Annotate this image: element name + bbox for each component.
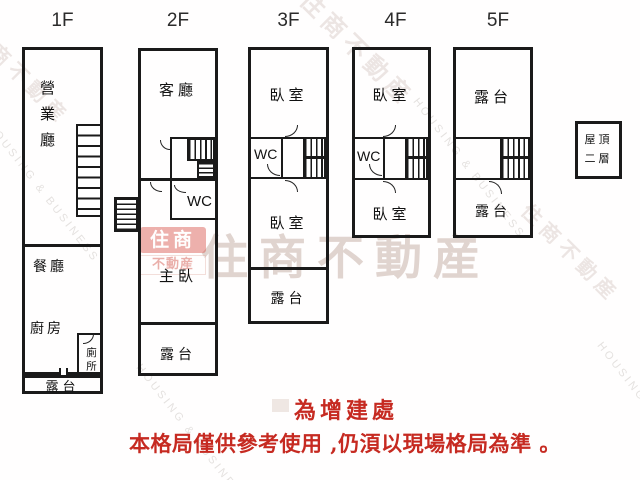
- door-arc-icon: [383, 181, 396, 193]
- unit-1f-terrace: 露台: [22, 375, 103, 395]
- wall: [170, 137, 172, 178]
- brand-logo-top: 住商: [140, 227, 206, 253]
- room-label-wc: WC: [254, 146, 278, 162]
- room-label-living: 客廳: [158, 81, 197, 99]
- wall: [355, 137, 428, 139]
- room-label-wc: WC: [187, 193, 212, 210]
- wall: [170, 218, 215, 220]
- roof-annex-label-line2: 二層: [584, 152, 613, 165]
- wall: [281, 137, 283, 179]
- wall: [251, 177, 326, 179]
- roof-annex-box: 屋頂 二層: [575, 121, 622, 179]
- floor-title-5f: 5F: [486, 10, 510, 31]
- room-label-bedroom: 臥室: [372, 86, 411, 104]
- unit-4f: 臥室 WC 臥室: [352, 47, 431, 238]
- room-label-toilet: 廁所: [85, 347, 97, 374]
- door-arc-icon: [285, 125, 298, 137]
- room-label-terrace: 露台: [475, 204, 511, 220]
- room-label-terrace: 露台: [45, 380, 80, 395]
- door-arc-icon: [160, 140, 170, 150]
- unit-2f: 客廳 WC 主臥 露台: [138, 48, 218, 376]
- door-arc-icon: [369, 164, 382, 176]
- stairs-icon: [76, 124, 100, 217]
- room-label-bedroom: 臥室: [372, 205, 411, 223]
- door-arc-icon: [267, 164, 280, 176]
- room-label-terrace: 露台: [160, 347, 196, 363]
- room-label-terrace: 露台: [270, 291, 307, 307]
- wall: [456, 137, 530, 139]
- wall-divider: [141, 178, 215, 181]
- wall: [251, 137, 326, 139]
- wall: [170, 181, 172, 220]
- stairs-icon: [500, 137, 530, 158]
- wall-divider: [141, 322, 215, 325]
- unit-5f: 露台 露台: [453, 47, 533, 238]
- wall: [383, 137, 385, 180]
- stairs-icon: [303, 157, 326, 179]
- stairs-icon: [405, 137, 428, 158]
- unit-3f: 臥室 WC 臥室 露台: [248, 47, 329, 324]
- room-label-bedroom: 臥室: [269, 86, 308, 104]
- door-arc-icon: [150, 182, 162, 192]
- stairs-icon: [405, 157, 428, 180]
- door-arc-icon: [174, 185, 186, 193]
- floor-title-4f: 4F: [384, 10, 407, 31]
- watermark-housing-diagonal: HOUSING & BUSINESS: [133, 362, 251, 480]
- unit-1f: 營業廳 餐廳 廚房 廁所: [22, 47, 103, 376]
- room-label-dining: 餐廳: [33, 259, 67, 275]
- room-label-terrace: 露台: [473, 88, 512, 106]
- roof-annex-label-line1: 屋頂: [584, 133, 613, 147]
- door-gap-mark: [59, 368, 68, 376]
- brand-logo: 住商 不動産: [140, 227, 206, 275]
- wall: [355, 178, 428, 180]
- room-label-master-bedroom: 主臥: [158, 267, 197, 285]
- stairs-icon: [187, 138, 215, 161]
- room-label-business-hall: 營業廳: [38, 80, 56, 158]
- room-label-kitchen: 廚房: [30, 321, 64, 337]
- stairs-icon: [303, 137, 326, 158]
- brand-logo-bottom: 不動産: [140, 255, 206, 275]
- floor-title-2f: 2F: [166, 10, 190, 31]
- wall: [456, 178, 530, 180]
- stairs-icon: [197, 161, 215, 178]
- exterior-stairs-icon: [114, 197, 139, 232]
- door-arc-icon: [285, 180, 298, 192]
- room-label-wc: WC: [357, 148, 381, 164]
- stairs-icon: [500, 157, 530, 180]
- wall-divider: [25, 244, 100, 247]
- watermark-brand-large: 住商不動産: [201, 231, 491, 286]
- extension-legend-swatch: [272, 399, 289, 412]
- wall-divider: [251, 267, 326, 270]
- watermark-housing-diagonal: HOUSING & BUSINESS: [594, 340, 640, 480]
- door-arc-icon: [383, 125, 396, 137]
- floor-title-3f: 3F: [277, 10, 300, 31]
- disclaimer-text: 本格局僅供參考使用 ,仍湏以現場格局為準 。: [129, 431, 561, 456]
- extension-legend-label: 為增建處: [294, 398, 399, 424]
- room-label-bedroom: 臥室: [269, 214, 308, 232]
- floor-title-1f: 1F: [51, 10, 74, 31]
- door-arc-icon: [489, 181, 502, 194]
